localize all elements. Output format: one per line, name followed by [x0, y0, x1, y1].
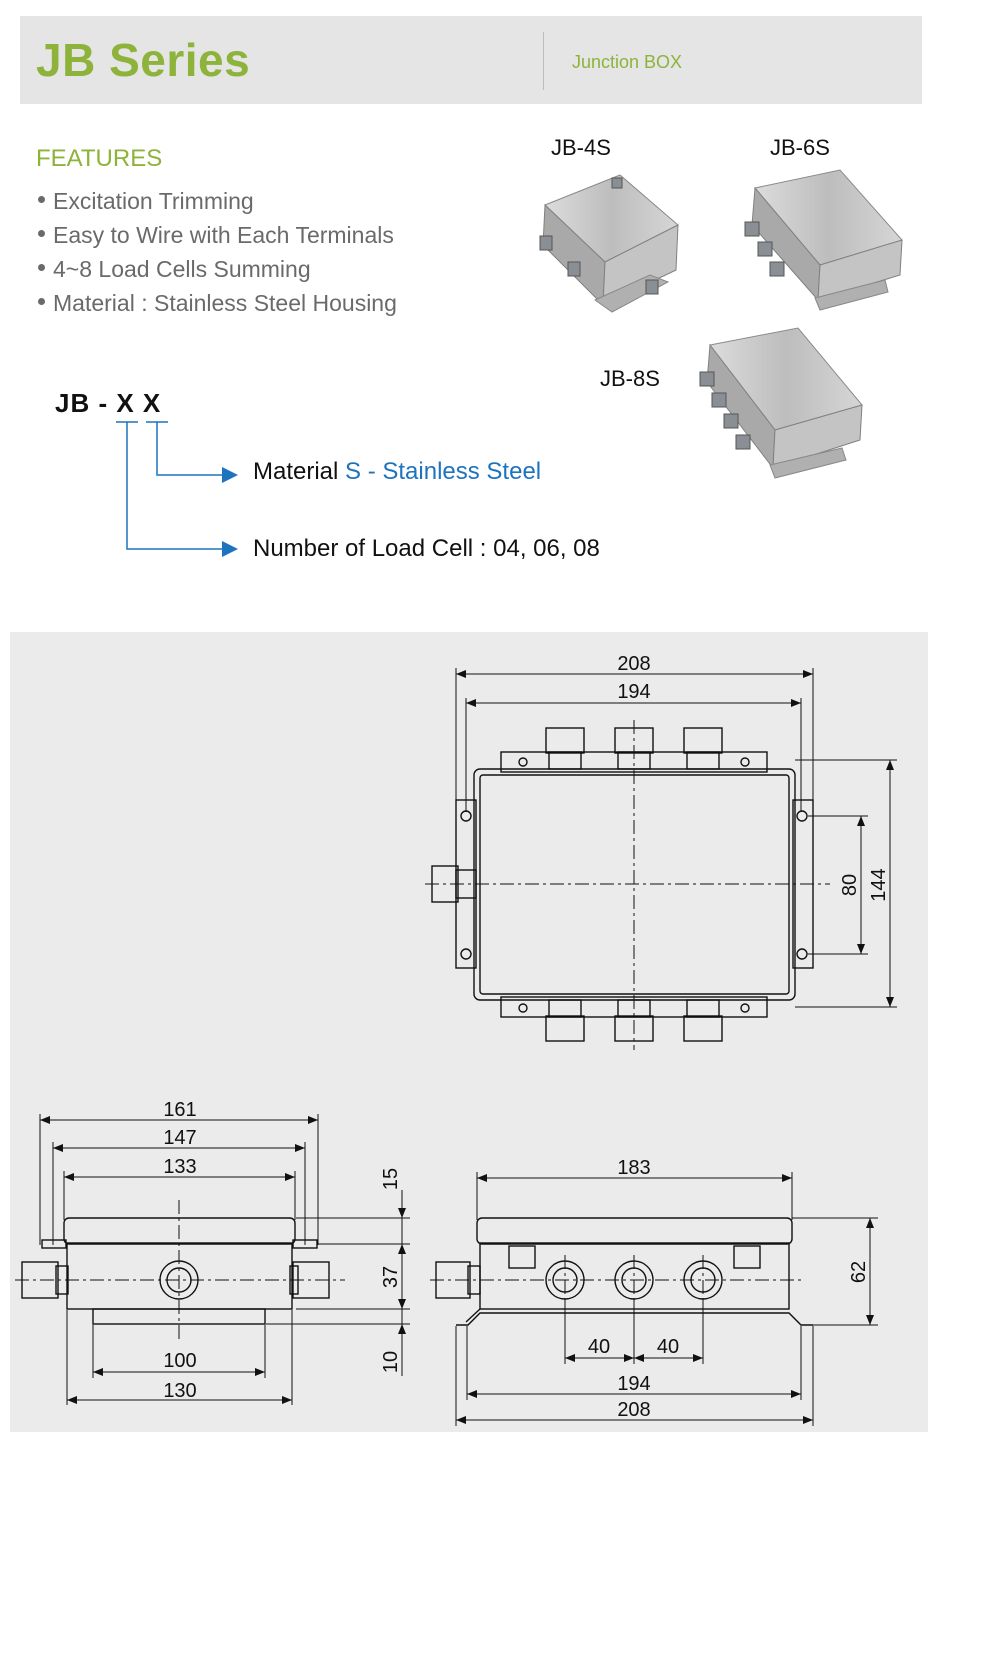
header-band: JB Series Junction BOX	[20, 16, 922, 104]
code-x-loadcell: X	[116, 388, 135, 418]
bullet-icon	[38, 230, 45, 238]
dim-side-w-base2: 130	[163, 1380, 196, 1402]
dim-side-w3: 133	[163, 1156, 196, 1178]
features-heading: FEATURES	[36, 145, 163, 172]
feature-item: Excitation Trimming	[38, 184, 397, 218]
dim-top-w-outer: 208	[617, 653, 650, 675]
dim-front-pitch2: 40	[657, 1336, 679, 1358]
bullet-icon	[38, 298, 45, 306]
product-label-jb6s: JB-6S	[770, 135, 830, 160]
bullet-icon	[38, 196, 45, 204]
order-code-leaders	[116, 421, 238, 557]
jb4s-photo	[539, 174, 679, 313]
arrow-icon	[222, 541, 238, 557]
code-x-material: X	[142, 388, 162, 418]
dim-top-w-inner: 194	[617, 681, 650, 703]
dim-side-h-body: 37	[380, 1266, 402, 1288]
dim-side-w1: 161	[163, 1099, 196, 1121]
header-divider	[543, 32, 544, 90]
order-code: JB - X X	[55, 388, 162, 418]
dim-front-pitch1: 40	[588, 1336, 610, 1358]
page-subtitle: Junction BOX	[572, 52, 683, 72]
jb8s-photo	[699, 327, 863, 479]
product-label-jb4s: JB-4S	[551, 135, 611, 160]
dim-side-w-base1: 100	[163, 1350, 196, 1372]
dim-side-h-base: 10	[380, 1351, 402, 1373]
product-label-jb8s: JB-8S	[600, 366, 660, 391]
bullet-icon	[38, 264, 45, 272]
features-list: Excitation Trimming Easy to Wire with Ea…	[38, 184, 397, 320]
feature-item: Material : Stainless Steel Housing	[38, 286, 397, 320]
feature-item: Easy to Wire with Each Terminals	[38, 218, 397, 252]
dim-front-w-top: 183	[617, 1157, 650, 1179]
jb6s-photo	[744, 169, 903, 311]
dim-top-h-inner: 80	[839, 874, 861, 896]
page-title: JB Series	[36, 34, 251, 86]
feature-item: 4~8 Load Cells Summing	[38, 252, 397, 286]
option-loadcell: Number of Load Cell : 04, 06, 08	[253, 535, 600, 562]
dim-front-w-outer: 208	[617, 1399, 650, 1421]
dim-front-h-total: 62	[848, 1261, 870, 1283]
product-photos	[539, 169, 903, 479]
dim-front-w-inner: 194	[617, 1373, 650, 1395]
arrow-icon	[222, 467, 238, 483]
dim-top-h-outer: 144	[868, 868, 890, 901]
dim-side-h-top: 15	[380, 1168, 402, 1190]
dim-side-w2: 147	[163, 1127, 196, 1149]
option-material: Material S - Stainless Steel	[253, 458, 542, 485]
